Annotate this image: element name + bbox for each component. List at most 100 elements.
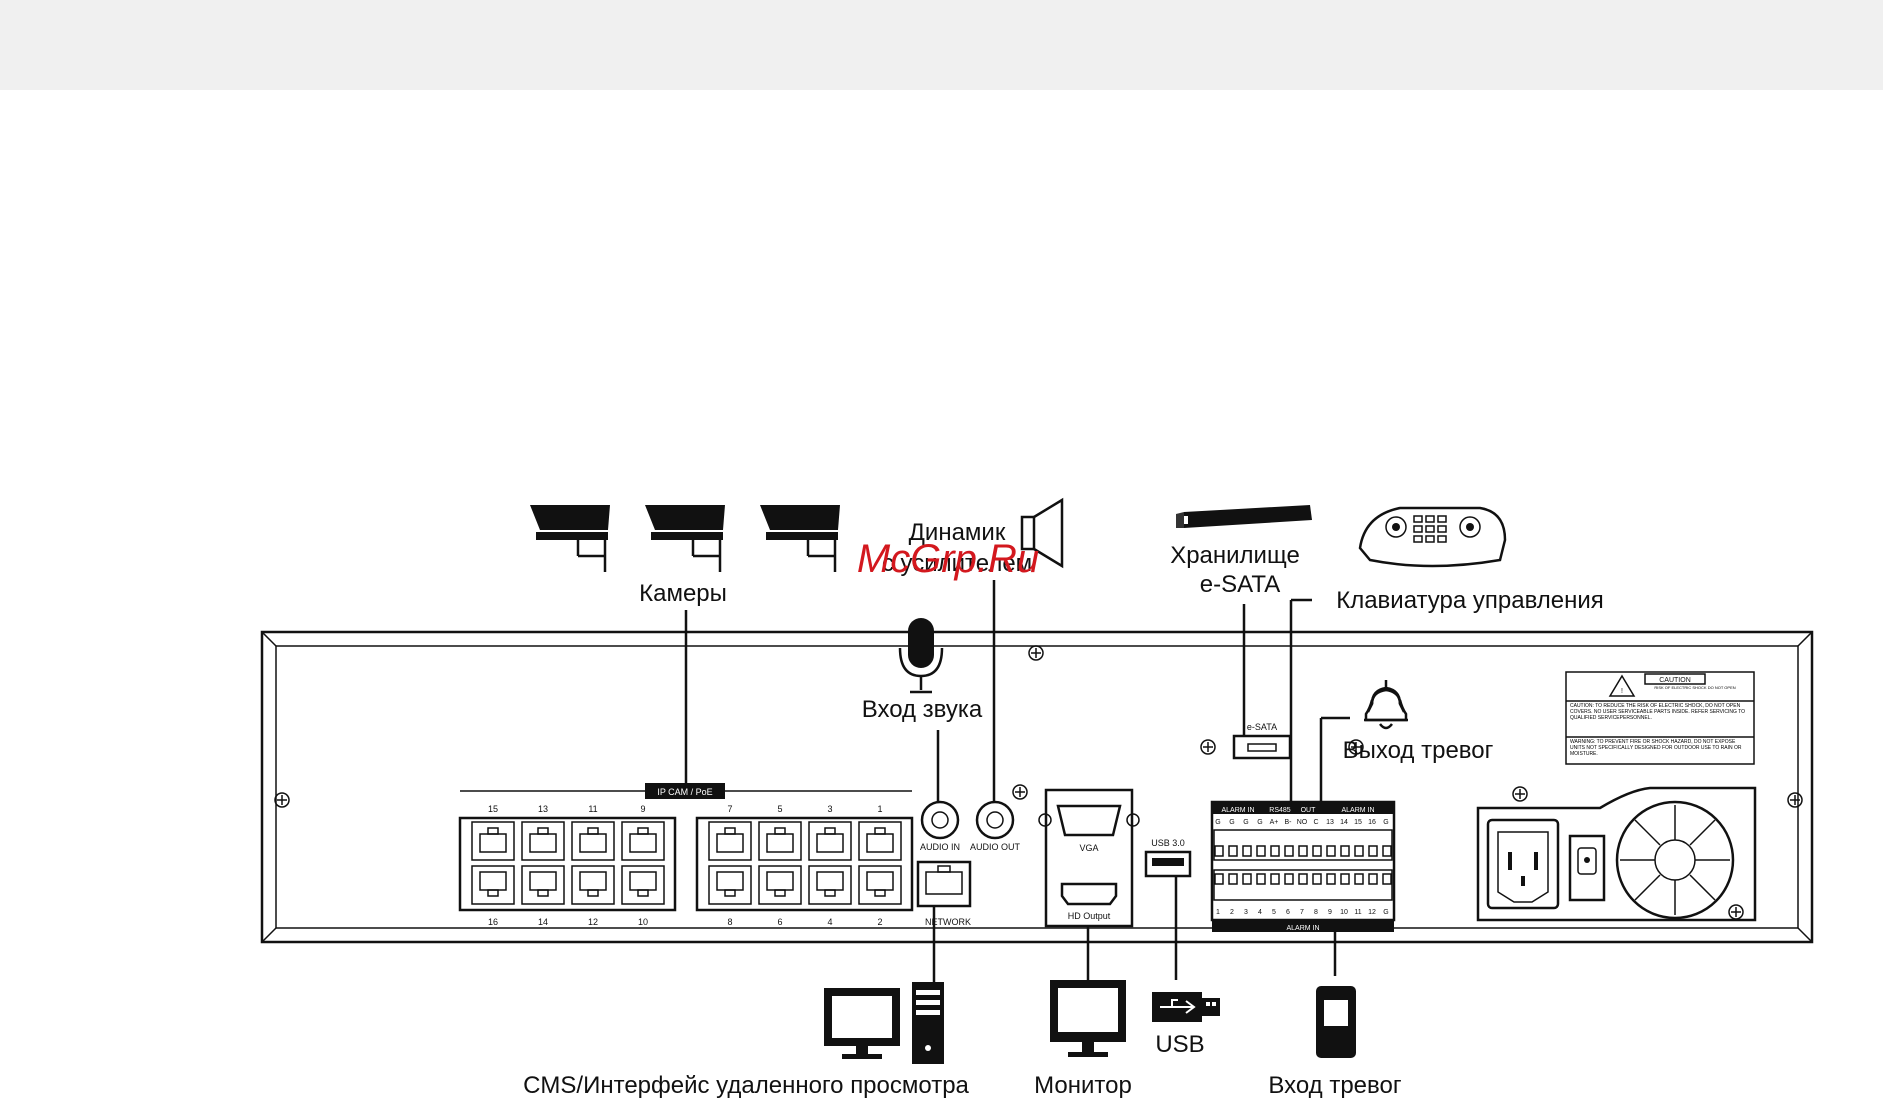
power-switch-icon[interactable] [1568, 834, 1606, 902]
nvr-back-panel [260, 630, 1814, 944]
rj45-port-icon[interactable] [621, 865, 665, 905]
caution-title: CAUTION [1659, 677, 1691, 684]
screw-icon [1348, 739, 1364, 755]
terminal-label: 6 [1286, 909, 1290, 916]
rj45-port-icon[interactable] [758, 821, 802, 861]
port-number: 14 [538, 917, 548, 927]
terminal-label: G [1215, 819, 1220, 826]
audio-in-jack[interactable] [920, 800, 960, 840]
terminal-label: 14 [1340, 819, 1348, 826]
terminal-label: B- [1285, 819, 1293, 826]
speaker-label: с усилителем [882, 550, 1032, 577]
poe-port-block-right [695, 816, 914, 912]
rs485-label: RS485 [1269, 807, 1291, 814]
terminal-label: A+ [1270, 819, 1279, 826]
port-number: 10 [638, 917, 648, 927]
terminal-label: C [1313, 819, 1318, 826]
watermark-text: McGrp.Ru [857, 537, 1039, 581]
audio-in-label: Вход звука [862, 696, 983, 723]
speaker-icon [1020, 497, 1064, 569]
usb-icon [1152, 992, 1220, 1022]
rj45-port-icon[interactable] [571, 865, 615, 905]
terminal-label: 12 [1368, 909, 1376, 916]
fan-icon [1615, 800, 1735, 920]
terminal-label: G [1383, 909, 1388, 916]
rj45-port-icon[interactable] [521, 865, 565, 905]
pc-tower-icon [912, 982, 944, 1064]
port-number: 3 [827, 804, 832, 814]
terminal-label: 7 [1300, 909, 1304, 916]
usb-port-icon[interactable] [1144, 850, 1192, 878]
rj45-port-icon[interactable] [571, 821, 615, 861]
esata-port-label: e-SATA [1247, 722, 1277, 732]
terminal-label: 13 [1326, 819, 1334, 826]
rj45-port-icon[interactable] [521, 821, 565, 861]
rj45-port-icon[interactable] [471, 865, 515, 905]
port-number: 11 [588, 804, 597, 814]
port-number: 12 [588, 917, 598, 927]
usb30-port-label: USB 3.0 [1151, 838, 1185, 848]
screw-icon [1512, 786, 1528, 802]
power-socket-icon[interactable] [1486, 818, 1560, 910]
terminal-block: ALARM IN RS485 OUT ALARM IN G G G G A+ B… [1210, 800, 1396, 932]
rj45-port-icon[interactable] [708, 865, 752, 905]
rj45-port-icon[interactable] [708, 821, 752, 861]
port-number: 5 [777, 804, 782, 814]
terminal-label: 4 [1258, 909, 1262, 916]
svg-text:!: ! [1621, 688, 1623, 695]
out-label: OUT [1301, 807, 1317, 814]
port-number: 15 [488, 804, 498, 814]
terminal-label: G [1243, 819, 1248, 826]
terminal-label: G [1383, 819, 1388, 826]
power-supply-section [1476, 786, 1757, 922]
screw-icon [1012, 784, 1028, 800]
screw-icon [1200, 739, 1216, 755]
port-number: 6 [777, 917, 782, 927]
terminal-label: 1 [1216, 909, 1220, 916]
port-number: 7 [727, 804, 732, 814]
monitor-icon [1050, 980, 1126, 1057]
terminal-label: 5 [1272, 909, 1276, 916]
cms-label: CMS/Интерфейс удаленного просмотра [523, 1072, 969, 1099]
rj45-port-icon[interactable] [808, 865, 852, 905]
vga-port-label: VGA [1079, 843, 1098, 853]
caution-label: ! CAUTION RISK OF ELECTRIC SHOCK DO NOT … [1565, 671, 1755, 765]
port-number: 16 [488, 917, 498, 927]
terminal-label: 16 [1368, 819, 1376, 826]
terminal-label: 9 [1328, 909, 1332, 916]
network-port-icon[interactable] [916, 860, 972, 908]
camera-icon [530, 505, 610, 572]
rj45-port-icon[interactable] [808, 821, 852, 861]
poe-port-block-left [458, 816, 677, 912]
terminal-screws-row [1214, 845, 1392, 885]
rj45-port-icon[interactable] [758, 865, 802, 905]
microphone-icon [898, 618, 944, 694]
hd-output-port-label: HD Output [1068, 911, 1111, 921]
alarm-in-bottom-label: ALARM IN [1286, 925, 1319, 932]
storage-icon [1176, 505, 1312, 528]
connector-lines [684, 580, 1350, 988]
ipcam-poe-label: IP CAM / PoE [657, 787, 712, 797]
port-number: 1 [877, 804, 882, 814]
rj45-port-icon[interactable] [471, 821, 515, 861]
terminal-label: G [1229, 819, 1234, 826]
top-bar [0, 0, 1883, 90]
port-number: 2 [877, 917, 882, 927]
screw-icon [1787, 792, 1803, 808]
rj45-port-icon[interactable] [858, 821, 902, 861]
control-keyboard-icon [1358, 506, 1507, 568]
hdmi-port-icon[interactable] [1060, 882, 1118, 906]
vga-port-icon[interactable] [1038, 804, 1140, 837]
caution-sub: RISK OF ELECTRIC SHOCK DO NOT OPEN [1654, 685, 1736, 690]
port-number: 4 [827, 917, 832, 927]
storage-label: Хранилище [1170, 542, 1300, 569]
terminal-label: 10 [1340, 909, 1348, 916]
terminal-label: 11 [1354, 909, 1361, 916]
terminal-label: G [1257, 819, 1262, 826]
pc-monitor-icon [824, 988, 900, 1059]
terminal-label: 3 [1244, 909, 1248, 916]
alarm-in-label: Вход тревог [1268, 1072, 1401, 1099]
rj45-port-icon[interactable] [858, 865, 902, 905]
rj45-port-icon[interactable] [621, 821, 665, 861]
